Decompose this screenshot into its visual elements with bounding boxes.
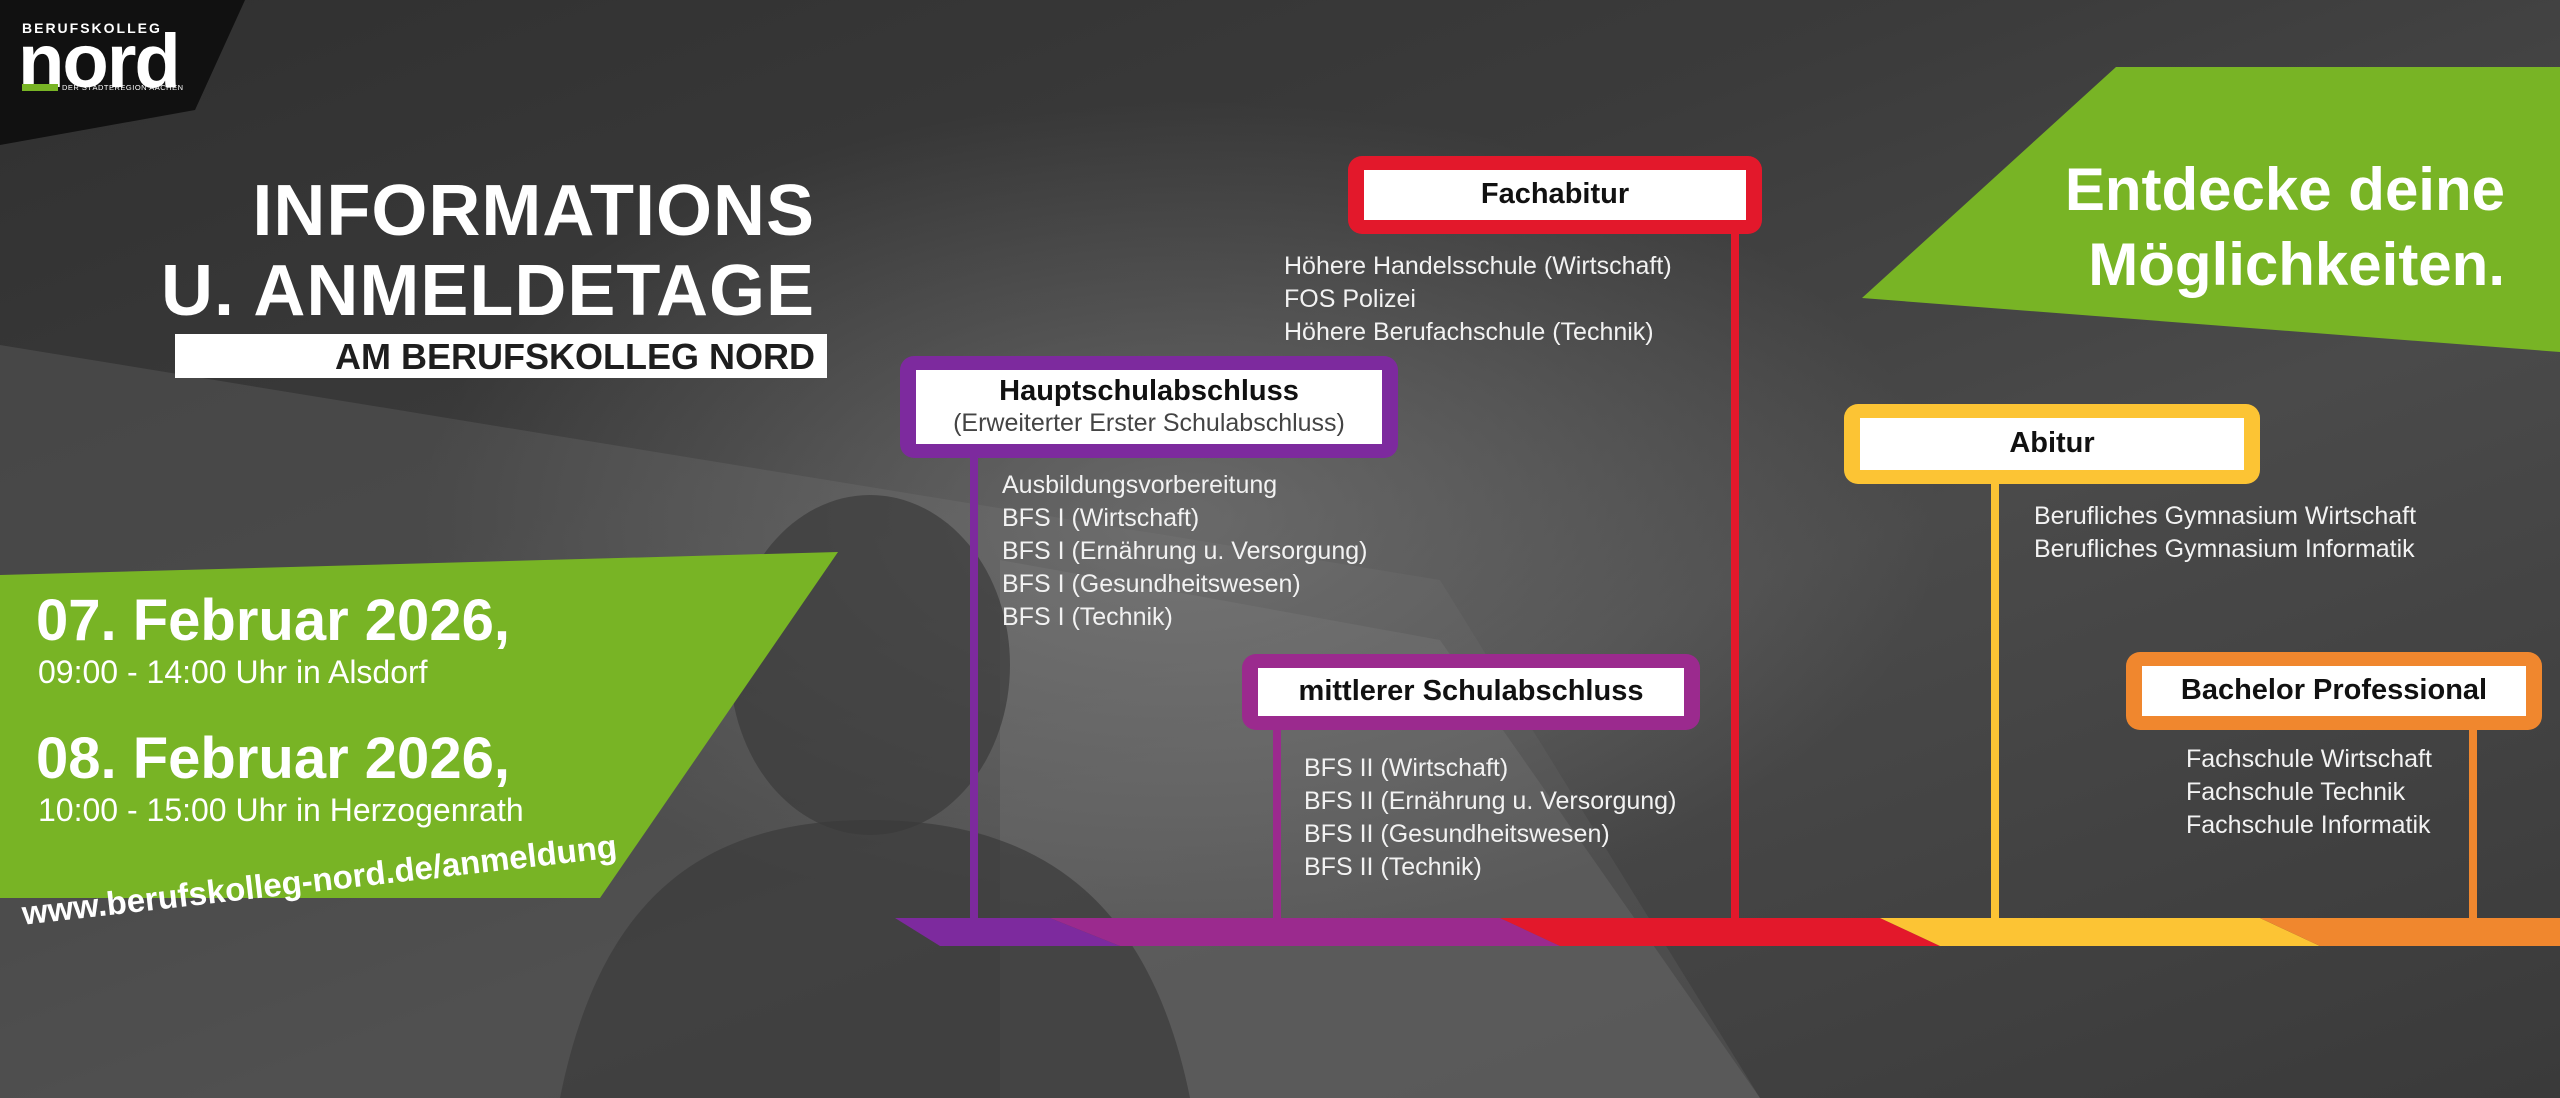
headline-line-2: U. ANMELDETAGE (161, 251, 815, 331)
list-item: BFS II (Technik) (1304, 853, 1482, 881)
stem-fachabitur (1731, 228, 1739, 920)
pathway-hauptschul-title: Hauptschulabschluss (999, 375, 1299, 408)
pathway-abitur-list: Berufliches Gymnasium Wirtschaft Berufli… (2034, 500, 2416, 566)
headline-line-1: INFORMATIONS (252, 171, 815, 251)
list-item: BFS II (Ernährung u. Versorgung) (1304, 787, 1677, 815)
event-details-1: 09:00 - 14:00 Uhr in Alsdorf (38, 654, 428, 690)
logo-green-bar (22, 84, 58, 91)
logo-sub-text: DER STÄDTEREGION AACHEN (62, 83, 184, 92)
list-item: FOS Polizei (1284, 285, 1416, 313)
stem-abitur (1991, 480, 1999, 920)
event-details-2: 10:00 - 15:00 Uhr in Herzogenrath (38, 792, 524, 828)
list-item: BFS II (Wirtschaft) (1304, 754, 1509, 782)
list-item: Ausbildungsvorbereitung (1002, 471, 1278, 499)
list-item: BFS I (Wirtschaft) (1002, 504, 1200, 532)
list-item: Höhere Berufachschule (Technik) (1284, 318, 1654, 346)
pathway-bachelor: Bachelor Professional (2126, 652, 2542, 730)
pathway-fachabitur-list: Höhere Handelsschule (Wirtschaft) FOS Po… (1284, 250, 1672, 349)
list-item: Höhere Handelsschule (Wirtschaft) (1284, 252, 1672, 280)
event-date-1: 07. Februar 2026, (36, 588, 510, 653)
list-item: Fachschule Wirtschaft (2186, 745, 2432, 773)
pathway-fachabitur-title: Fachabitur (1480, 178, 1630, 211)
slogan-line-1: Entdecke deine (2064, 156, 2505, 223)
pathway-fachabitur: Fachabitur (1348, 156, 1762, 234)
pathway-bachelor-list: Fachschule Wirtschaft Fachschule Technik… (2186, 743, 2432, 842)
list-item: Fachschule Informatik (2186, 811, 2431, 839)
event-date-2: 08. Februar 2026, (36, 726, 510, 791)
pathway-bachelor-title: Bachelor Professional (2180, 674, 2488, 707)
stem-mittlerer (1273, 720, 1281, 920)
list-item: BFS I (Technik) (1002, 603, 1173, 631)
pathway-hauptschul: Hauptschulabschluss (Erweiterter Erster … (900, 356, 1398, 458)
headline: INFORMATIONS U. ANMELDETAGE (161, 175, 815, 327)
pathway-abitur: Abitur (1844, 404, 2260, 484)
slogan: Entdecke deine Möglichkeiten. (2030, 152, 2505, 302)
list-item: Berufliches Gymnasium Wirtschaft (2034, 502, 2417, 530)
pathway-mittlerer-title: mittlerer Schulabschluss (1298, 675, 1644, 708)
logo-top-text: BERUFSKOLLEG (22, 20, 162, 36)
list-item: Berufliches Gymnasium Informatik (2034, 535, 2415, 563)
list-item: BFS I (Gesundheitswesen) (1002, 570, 1301, 598)
slogan-line-2: Möglichkeiten. (2088, 231, 2505, 298)
stem-hauptschul (970, 450, 978, 920)
pathway-abitur-title: Abitur (2009, 427, 2095, 460)
headline-line-3: AM BERUFSKOLLEG NORD (335, 336, 815, 377)
headline-subtitle-box: AM BERUFSKOLLEG NORD (175, 334, 827, 378)
pathway-mittlerer-list: BFS II (Wirtschaft) BFS II (Ernährung u.… (1304, 752, 1676, 884)
school-logo: BERUFSKOLLEG nord DER STÄDTEREGION AACHE… (0, 0, 250, 150)
pathway-mittlerer: mittlerer Schulabschluss (1242, 654, 1700, 730)
list-item: BFS I (Ernährung u. Versorgung) (1002, 537, 1368, 565)
pathway-hauptschul-list: Ausbildungsvorbereitung BFS I (Wirtschaf… (1002, 469, 1367, 634)
list-item: BFS II (Gesundheitswesen) (1304, 820, 1610, 848)
stem-bachelor (2469, 720, 2477, 920)
pathway-hauptschul-subtitle: (Erweiterter Erster Schulabschluss) (953, 408, 1345, 437)
list-item: Fachschule Technik (2186, 778, 2406, 806)
